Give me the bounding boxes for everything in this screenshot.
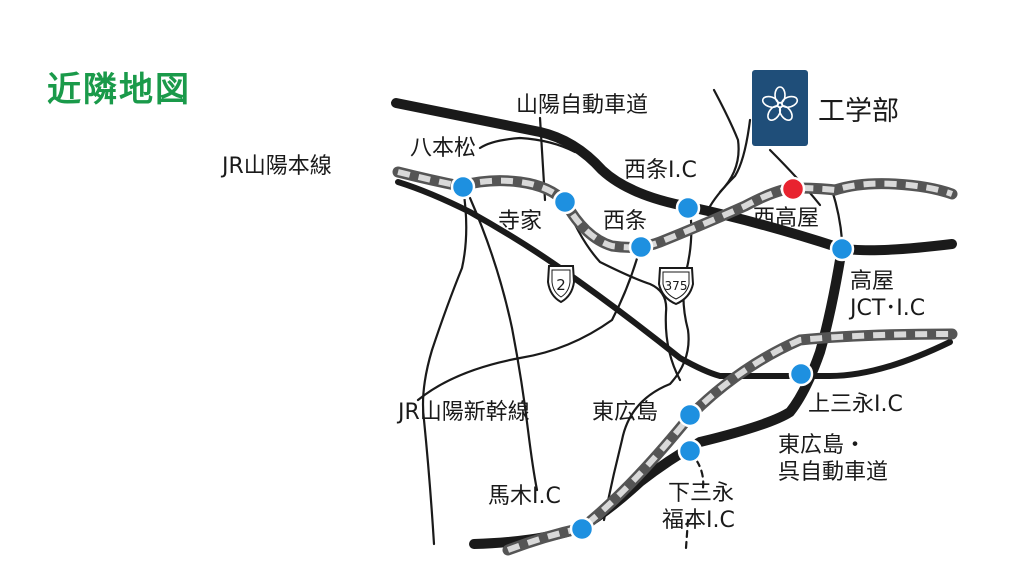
- ic-marker-shimomie-fukumoto[interactable]: [677, 438, 703, 464]
- label-ic-kamimie: 上三永I.C: [808, 392, 903, 417]
- route-2-shield: 2: [546, 265, 576, 304]
- route-375-shield: 375: [657, 267, 695, 306]
- local-road: [416, 246, 642, 402]
- ic-marker-umaki[interactable]: [569, 516, 595, 542]
- station-marker-hachihonmatsu[interactable]: [450, 174, 476, 200]
- label-station-saijo: 西条: [603, 209, 648, 234]
- local-road: [684, 518, 690, 550]
- label-jr-sanyo-shinkansen: JR山陽新幹線: [398, 400, 530, 425]
- label-jct-takaya: 高屋 JCT･I.C: [850, 268, 925, 322]
- jct-marker-takaya[interactable]: [829, 236, 855, 262]
- ic-marker-saijo[interactable]: [675, 195, 701, 221]
- label-higashihiroshima-kure-expressway: 東広島・ 呉自動車道: [778, 432, 888, 486]
- local-road: [830, 188, 844, 242]
- station-marker-terahe[interactable]: [552, 189, 578, 215]
- local-road: [706, 118, 752, 212]
- local-road: [468, 196, 539, 492]
- label-line-2: 福本I.C: [662, 508, 735, 533]
- label-jr-sanyo-main-line: JR山陽本線: [222, 154, 332, 179]
- local-road: [478, 136, 577, 154]
- label-ic-saijo: 西条I.C: [624, 158, 697, 183]
- label-sanyo-expressway: 山陽自動車道: [516, 93, 649, 118]
- university-logo: [752, 70, 808, 146]
- label-line-1: 下三永: [668, 481, 735, 506]
- ic-marker-kamimie[interactable]: [788, 361, 814, 387]
- label-station-nishitakaya: 西高屋: [753, 206, 820, 231]
- label-line-1: 東広島・: [778, 433, 867, 458]
- university-flower-emblem-icon: [761, 86, 799, 121]
- jr-sanyo-main-line: [392, 166, 958, 253]
- local-road: [421, 186, 468, 546]
- label-line-1: 高屋: [850, 269, 895, 294]
- label-station-higashihiroshima: 東広島: [592, 400, 659, 425]
- faculty-label: 工学部: [818, 96, 899, 127]
- label-station-terahe: 寺家: [498, 209, 543, 234]
- route-2-number: 2: [556, 276, 566, 294]
- label-line-2: 呉自動車道: [778, 460, 889, 485]
- label-station-hachihonmatsu: 八本松: [410, 136, 477, 161]
- route-375-number: 375: [665, 279, 688, 293]
- label-ic-umaki: 馬木I.C: [488, 484, 561, 509]
- local-road: [712, 88, 740, 194]
- label-ic-shimomie-fukumoto: 下三永 福本I.C: [662, 480, 735, 534]
- national-route-2: [395, 179, 953, 379]
- station-marker-nishitakaya[interactable]: [780, 176, 806, 202]
- station-marker-higashihiroshima[interactable]: [677, 402, 703, 428]
- label-line-2: JCT･I.C: [850, 296, 926, 321]
- station-marker-saijo[interactable]: [628, 234, 654, 260]
- page-title: 近隣地図: [47, 70, 191, 110]
- local-road: [563, 200, 682, 382]
